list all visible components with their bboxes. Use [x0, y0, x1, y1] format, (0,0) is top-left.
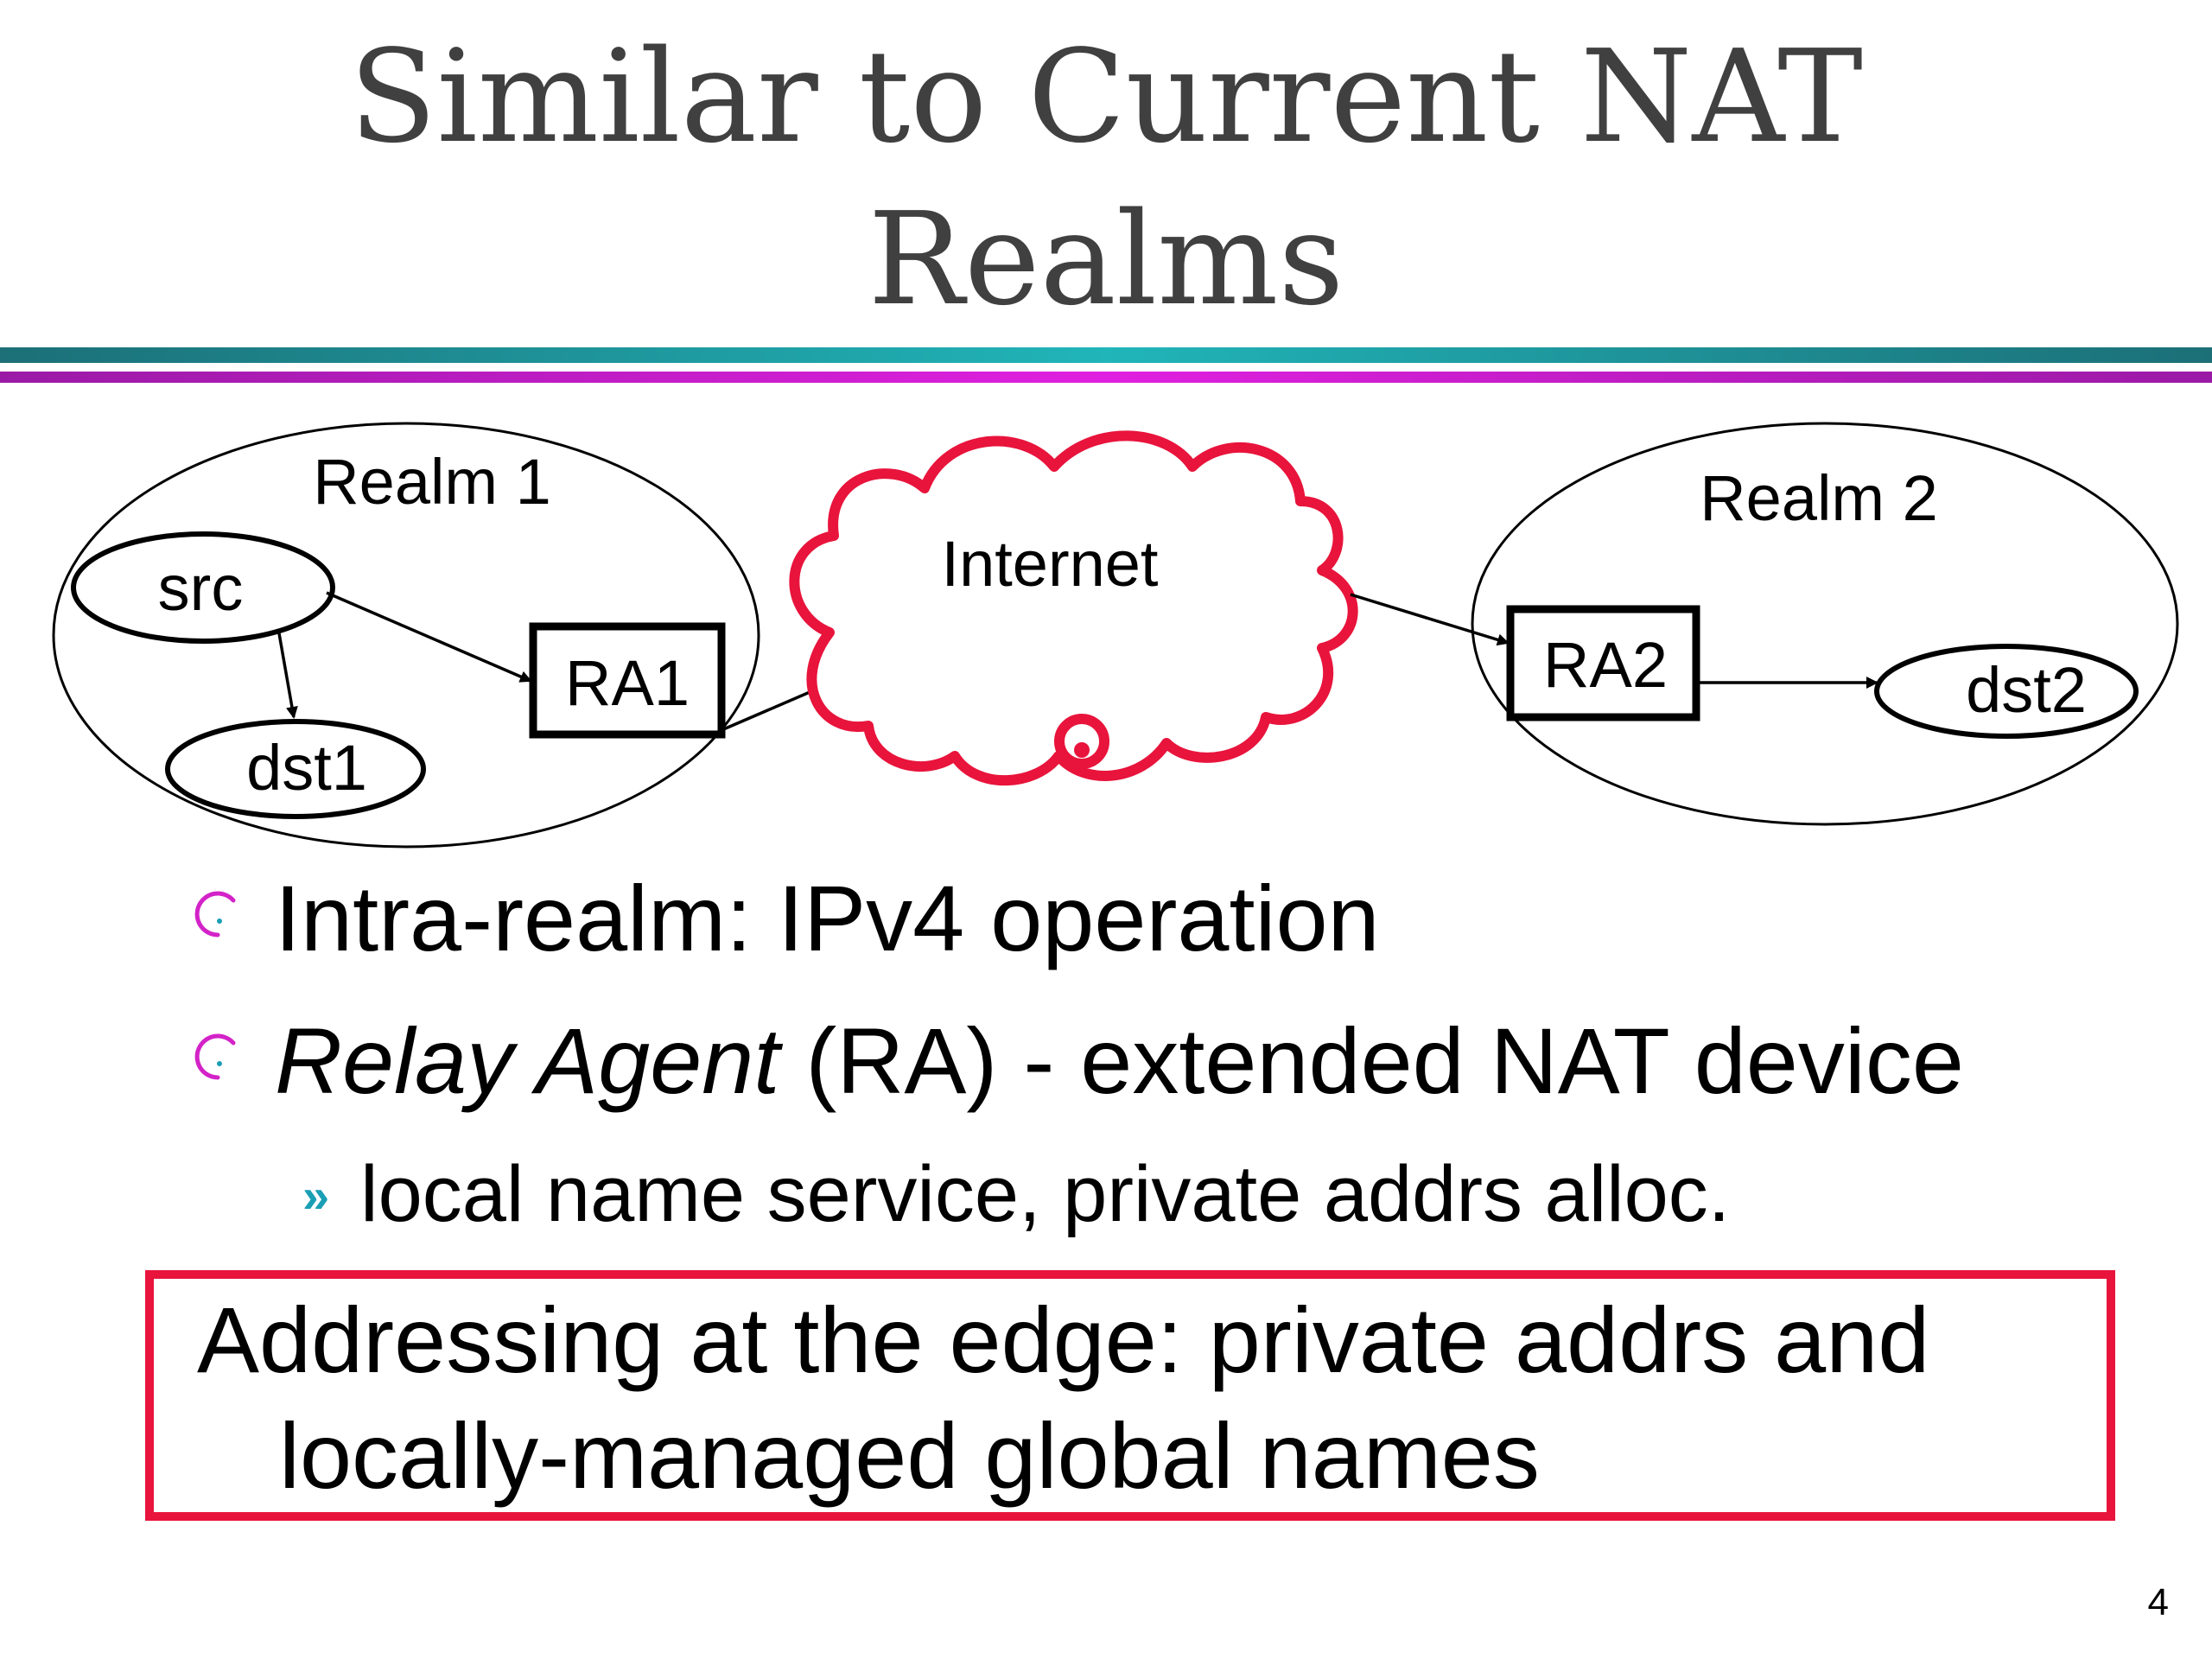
realm2-boundary	[1471, 422, 2179, 826]
bullet-relay-agent-italic: Relay Agent	[275, 1008, 780, 1113]
sub-bullet-local-name-service: » local name service, private addrs allo…	[302, 1149, 1730, 1240]
realm1-boundary	[52, 422, 760, 849]
arrow-src-to-dst1	[277, 632, 298, 719]
bullet-intra-realm: Intra-realm: IPv4 operation	[192, 864, 1380, 972]
arc-bullet-icon	[194, 1033, 236, 1080]
dst1-node-label: dst1	[246, 732, 367, 804]
src-node-label: src	[158, 552, 244, 624]
callout-box: Addressing at the edge: private addrs an…	[145, 1270, 2115, 1521]
title-rule-magenta	[0, 372, 2212, 383]
sub-bullet-text: local name service, private addrs alloc.	[360, 1150, 1731, 1238]
callout-line1: Addressing at the edge: private addrs an…	[197, 1287, 1930, 1392]
ra1-label: RA1	[565, 647, 690, 719]
internet-cloud-knot	[1054, 714, 1109, 769]
slide-title-line2: Realms	[868, 185, 1344, 334]
page-number: 4	[2147, 1581, 2169, 1624]
ra2-label: RA2	[1543, 629, 1668, 701]
realm1-label: Realm 1	[313, 446, 551, 518]
bullet-relay-agent: Relay Agent (RA) - extended NAT device	[192, 1007, 1964, 1115]
internet-label: Internet	[942, 528, 1159, 600]
ra2-box	[1506, 605, 1700, 721]
bullet-relay-agent-text: (RA) - extended NAT device	[779, 1008, 1964, 1113]
bullet-intra-realm-text: Intra-realm: IPv4 operation	[275, 866, 1380, 970]
internet-cloud-dot	[1074, 742, 1090, 758]
title-rule-teal	[0, 347, 2212, 363]
arrow-src-to-ra1	[326, 591, 532, 683]
nat-realms-diagram: Realm 1 src dst1 RA1 Internet Realm 2 RA…	[52, 422, 2179, 849]
callout-line2: locally-managed global names	[279, 1403, 1540, 1508]
ra1-box	[529, 622, 726, 739]
double-chevron-icon: »	[302, 1168, 330, 1223]
dst1-node	[165, 719, 426, 819]
internet-cloud	[789, 430, 1358, 786]
dst2-node	[1874, 644, 2139, 739]
arrow-internet-to-ra2	[1350, 593, 1510, 646]
arc-bullet-icon	[194, 891, 236, 938]
realm2-label: Realm 2	[1700, 462, 1938, 534]
src-node	[71, 531, 335, 644]
dst2-node-label: dst2	[1966, 654, 2087, 726]
slide-title: Similar to Current NAT Realms	[0, 16, 2212, 340]
slide-title-line1: Similar to Current NAT	[349, 22, 1863, 171]
